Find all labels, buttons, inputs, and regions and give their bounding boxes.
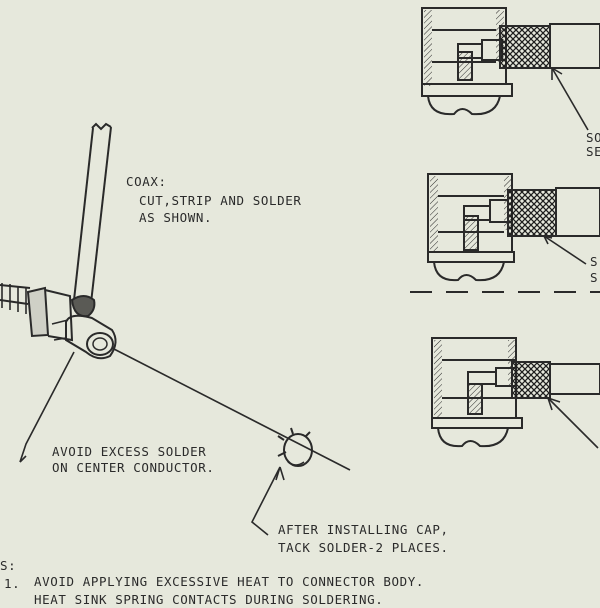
cap-part (277, 427, 313, 467)
coax-note-line2: AS SHOWN. (139, 210, 213, 225)
note-1-text: AVOID APPLYING EXCESSIVE HEAT TO CONNECT… (34, 574, 425, 589)
section-callout-mid-2: S (590, 270, 599, 285)
center-conductor-note-line2: ON CENTER CONDUCTOR. (52, 460, 215, 475)
coax-lead (73, 122, 112, 307)
leader-cap (250, 466, 285, 536)
section-callout-mid-1: S (590, 254, 599, 269)
note-1-number: 1. (4, 576, 21, 591)
center-conductor-note-line1: AVOID EXCESS SOLDER (52, 444, 207, 459)
cap-note-line2: TACK SOLDER-2 PLACES. (278, 540, 449, 555)
section-callout-top-2: SE (586, 144, 600, 159)
section-callout-top-1: SO (586, 130, 600, 145)
coax-note-title: COAX: (126, 174, 167, 189)
section-view-bottom (431, 337, 600, 449)
cap-note-line1: AFTER INSTALLING CAP, (278, 522, 449, 537)
leader-center-conductor (19, 351, 75, 463)
note-2-text-cut-off: HEAT SINK SPRING CONTACTS DURING SOLDERI… (34, 592, 384, 607)
coax-note-line1: CUT,STRIP AND SOLDER (139, 193, 302, 208)
notes-heading: S: (0, 558, 17, 573)
assembly-center-line (111, 347, 351, 471)
section-view-middle (427, 173, 600, 282)
connector-body (0, 283, 117, 360)
section-view-top (421, 7, 600, 131)
